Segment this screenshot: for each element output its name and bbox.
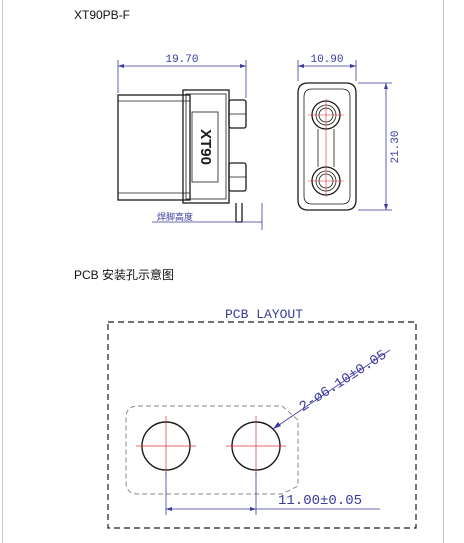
- model-title: XT90PB-F: [74, 8, 131, 22]
- pcb-layout-frame: [107, 321, 417, 529]
- depth-dimension: [297, 60, 357, 81]
- pitch-dimension-label: 11.00±0.05: [278, 493, 362, 509]
- foot-height-label: 焊脚高度: [157, 211, 193, 223]
- depth-dimension-label: 10.90: [310, 54, 343, 66]
- connector-front-view: [297, 82, 357, 211]
- pcb-section-title: PCB 安装孔示意图: [74, 268, 175, 282]
- hole-diameter-label: 2-ø6.10±0.05: [297, 347, 390, 415]
- page-edge-right: [443, 0, 444, 543]
- pcb-hole-left: [136, 416, 196, 476]
- height-dimension: [358, 82, 392, 211]
- width-dimension-label: 19.70: [165, 54, 198, 66]
- front-view-centerlines: [308, 99, 344, 197]
- body-marking: XT90: [197, 129, 214, 165]
- page-edge-left: [2, 0, 3, 543]
- foot-height-dimension: [152, 203, 263, 230]
- pitch-dimension: [165, 472, 380, 515]
- connector-side-view: [117, 89, 247, 223]
- width-dimension: [117, 60, 247, 98]
- height-dimension-label: 21.30: [390, 130, 402, 163]
- pcb-layout-title: PCB LAYOUT: [225, 307, 303, 322]
- pcb-hole-right: [226, 416, 286, 476]
- connector-footprint-outline: [125, 405, 299, 495]
- hole-diameter-leader: [272, 349, 391, 430]
